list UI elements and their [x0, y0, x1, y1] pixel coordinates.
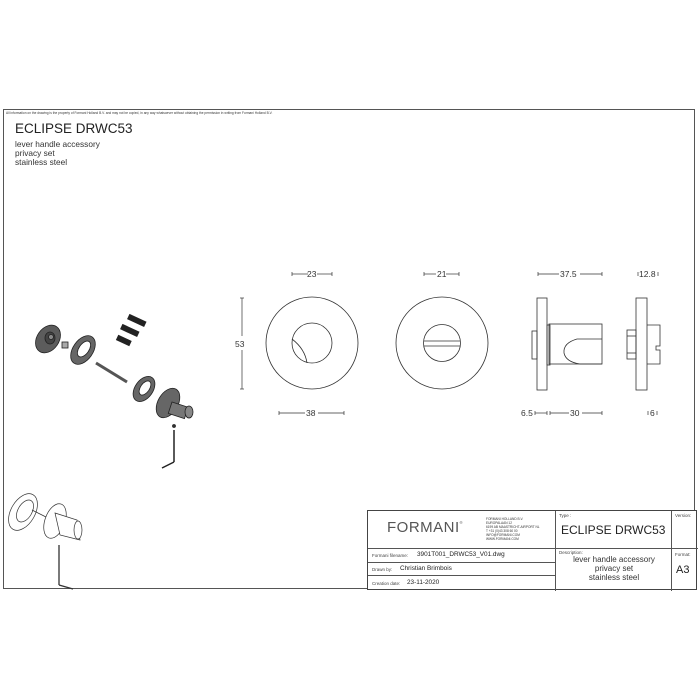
brand-logo: FORMANI®: [387, 519, 464, 536]
dimension-53: [240, 297, 244, 390]
drawn-by-label: Drawn by:: [372, 567, 393, 572]
title-block: FORMANI® FORMANI HOLLAND B.V. EUROPALAAN…: [367, 510, 698, 591]
dim-label-37-5: 37.5: [560, 269, 577, 279]
creation-date-value: 23-11-2020: [407, 579, 440, 586]
dim-label-21: 21: [437, 269, 447, 279]
subtitle-line-3: stainless steel: [15, 157, 68, 167]
logo-cell: FORMANI® FORMANI HOLLAND B.V. EUROPALAAN…: [368, 511, 556, 549]
dim-label-30: 30: [570, 408, 580, 418]
dim-label-6: 6: [650, 408, 655, 418]
description-cell: Description: lever handle accessory priv…: [556, 549, 672, 591]
filename-label: Formani filename:: [372, 553, 409, 558]
dim-label-12-8: 12.8: [639, 269, 656, 279]
copyright-disclaimer: All information on the drawing is the pr…: [6, 111, 273, 115]
exploded-view-assembly: [35, 313, 194, 469]
type-value: ECLIPSE DRWC53: [561, 523, 666, 537]
assembled-view: [8, 493, 83, 590]
dim-label-23: 23: [307, 269, 317, 279]
type-cell: Type : ECLIPSE DRWC53: [556, 511, 672, 549]
creation-date-label: Creation date:: [372, 581, 401, 586]
subtitle-line-2: privacy set: [15, 148, 55, 158]
subtitle-line-1: lever handle accessory: [15, 139, 100, 149]
version-cell: Version:: [672, 511, 698, 549]
drawing-sheet-frame: [3, 109, 695, 589]
type-label: Type :: [559, 513, 572, 518]
drawn-by-value: Christian Brimbois: [400, 565, 452, 572]
description-label: Description:: [559, 550, 583, 555]
dim-label-53: 53: [235, 339, 245, 349]
side-view-inside: [626, 297, 661, 391]
format-cell: Format: A3: [672, 549, 698, 591]
creation-date-row: Creation date: 23-11-2020: [368, 576, 556, 591]
front-view-inside: [395, 296, 489, 390]
drawing-title: ECLIPSE DRWC53: [15, 121, 133, 136]
front-view-outside: [265, 296, 359, 390]
dim-label-38: 38: [306, 408, 316, 418]
dimension-6-5-and-30: [534, 411, 603, 415]
dimension-21: [423, 272, 460, 276]
dimension-23: [291, 272, 333, 276]
filename-row: Formani filename: 3901T001_DRWC53_V01.dw…: [368, 549, 556, 563]
version-label: Version:: [675, 513, 692, 518]
format-label: Format:: [675, 552, 691, 557]
side-view-knob: [531, 297, 603, 391]
description-text: lever handle accessory privacy set stain…: [573, 555, 655, 582]
dim-label-6-5: 6.5: [521, 408, 533, 418]
drawn-by-row: Drawn by: Christian Brimbois: [368, 563, 556, 576]
dimension-6: [647, 411, 658, 415]
dimension-12-8: [637, 272, 659, 276]
filename-value: 3901T001_DRWC53_V01.dwg: [417, 551, 505, 558]
company-address: FORMANI HOLLAND B.V. EUROPALAAN 12 6199 …: [486, 517, 540, 541]
format-value: A3: [676, 564, 690, 576]
dimension-38: [278, 411, 345, 415]
dimension-37-5: [537, 272, 603, 276]
